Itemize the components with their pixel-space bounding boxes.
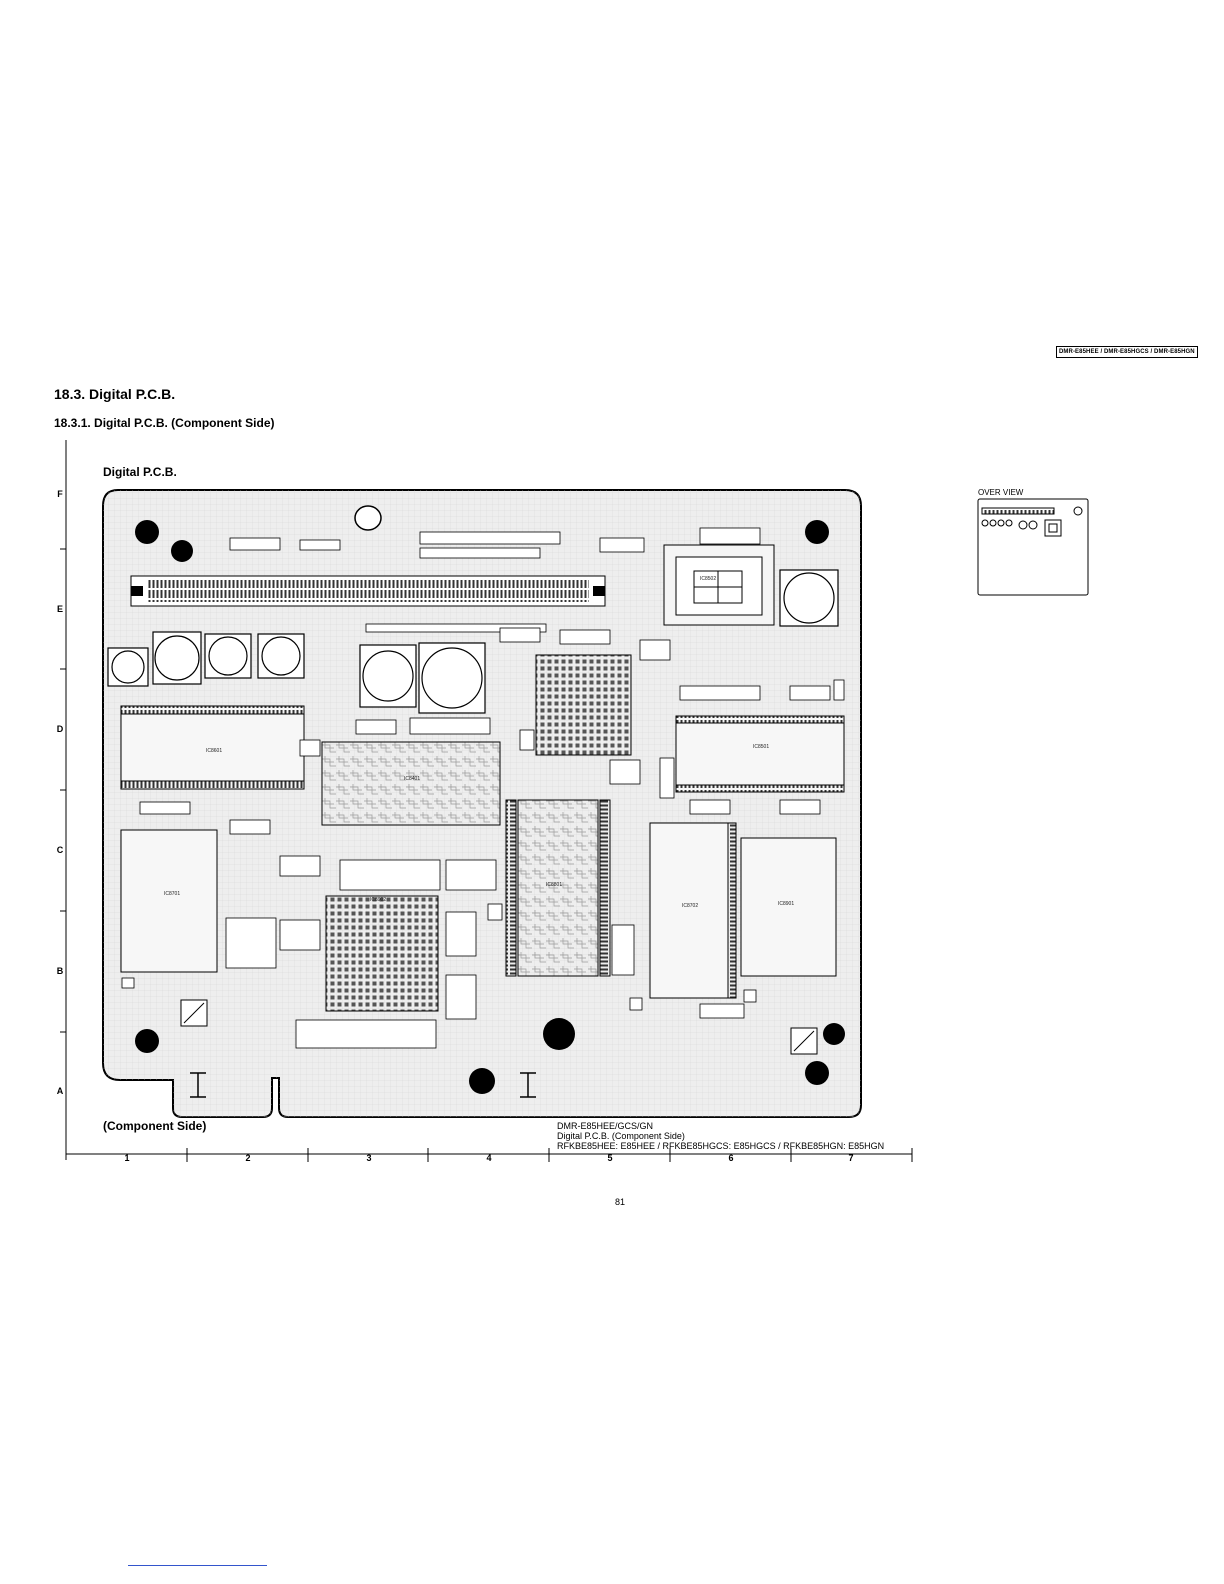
page-number: 81 [614, 1197, 625, 1207]
row-label-c: C [56, 845, 64, 855]
row-label-e: E [56, 604, 63, 614]
ic-chips [120, 544, 845, 1012]
ic-label-ic8902: IC8902 [370, 897, 386, 903]
ic-label-ic8901: IC8901 [778, 901, 794, 907]
column-label-2: 2 [245, 1153, 251, 1163]
mounting-holes [135, 520, 845, 1094]
column-label-6: 6 [728, 1153, 734, 1163]
info-line-model: DMR-E85HEE/GCS/GN [557, 1121, 654, 1131]
ic-label-ic8702: IC8702 [682, 903, 698, 909]
ic-label-ic8601: IC8601 [206, 748, 222, 754]
footer-link-underline [128, 1565, 267, 1566]
column-label-5: 5 [607, 1153, 613, 1163]
ic-label-ic8701: IC8701 [164, 891, 180, 897]
column-label-1: 1 [124, 1153, 130, 1163]
row-label-f: F [57, 489, 63, 499]
column-label-3: 3 [366, 1153, 372, 1163]
board-title: Digital P.C.B. [103, 465, 177, 479]
column-label-7: 7 [848, 1153, 854, 1163]
row-label-b: B [56, 966, 64, 976]
ic-label-ic8501: IC8501 [753, 744, 769, 750]
subsection-title: 18.3.1. Digital P.C.B. (Component Side) [54, 416, 275, 430]
overview-label: OVER VIEW [978, 488, 1024, 497]
board-markings [190, 1072, 536, 1098]
section-title: 18.3. Digital P.C.B. [54, 386, 176, 402]
info-block: DMR-E85HEE/GCS/GN Digital P.C.B. (Compon… [557, 1121, 884, 1151]
info-line-title: Digital P.C.B. (Component Side) [557, 1131, 685, 1141]
info-line-parts: RFKBE85HEE: E85HEE / RFKBE85HGCS: E85HGC… [557, 1141, 885, 1151]
grid-axes [60, 440, 913, 1162]
ic-label-ic8401: IC8401 [404, 776, 420, 782]
slot-hole [354, 505, 382, 531]
model-tag: DMR-E85HEE / DMR-E85HGCS / DMR-E85HGN [1056, 346, 1198, 358]
smd-components [121, 527, 845, 1049]
column-label-4: 4 [486, 1153, 492, 1163]
ic-labels: IC8601 IC8401 IC8501 IC8502 IC8701 IC870… [164, 576, 794, 909]
ic-label-ic8801: IC8801 [546, 882, 562, 888]
ic-label-ic8502: IC8502 [700, 576, 716, 582]
variable-resistors [180, 999, 818, 1055]
main-connector [130, 575, 606, 607]
row-label-d: D [56, 724, 64, 734]
overview-thumbnail [977, 498, 1089, 596]
capacitors [107, 569, 839, 714]
board-caption: (Component Side) [103, 1119, 207, 1133]
row-label-a: A [56, 1086, 64, 1096]
